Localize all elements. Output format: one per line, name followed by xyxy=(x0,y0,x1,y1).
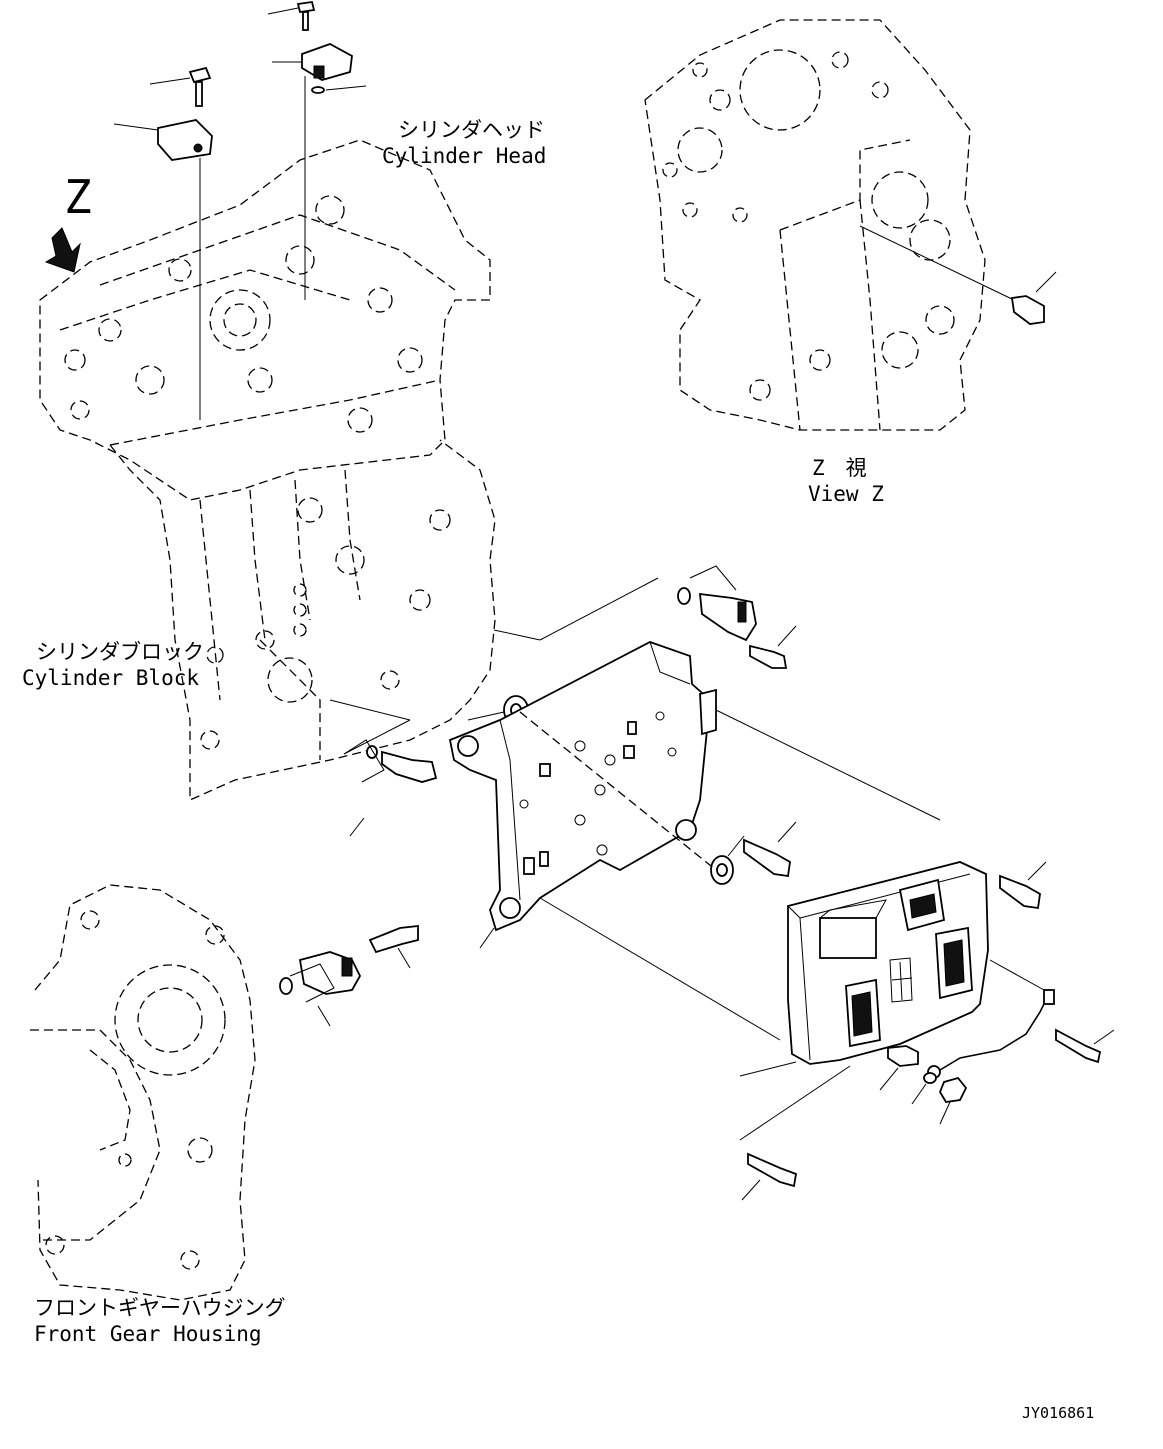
front-gear-housing-label-en: Front Gear Housing xyxy=(34,1322,262,1346)
washer xyxy=(911,1072,937,1105)
bolt-center-right xyxy=(743,821,797,878)
cylinder-block-outline xyxy=(109,439,496,802)
nut xyxy=(938,1076,968,1125)
ecm-controller xyxy=(739,861,989,1141)
view-z-sensor xyxy=(859,225,1057,325)
ecm-mounting-bracket xyxy=(448,641,941,1041)
cam-sensor-upper xyxy=(493,565,757,642)
front-gear-housing-label-jp: フロントギヤーハウジング xyxy=(34,1296,286,1320)
cylinder-head-label-en: Cylinder Head xyxy=(382,144,547,168)
view-direction-arrow xyxy=(44,227,81,273)
cylinder-block-label-jp: シリンダブロック xyxy=(36,640,204,664)
crank-sensor-left xyxy=(329,699,438,837)
cylinder-head-outline xyxy=(39,139,491,501)
o-ring-top xyxy=(311,85,367,94)
cylinder-block-label-en: Cylinder Block xyxy=(22,666,200,690)
top-bolt-right xyxy=(267,0,316,31)
drawing-code: JY016861 xyxy=(1022,1404,1095,1422)
pressure-sensor-left xyxy=(113,119,213,420)
bolt-gear xyxy=(368,924,419,969)
view-z-outline xyxy=(644,19,986,431)
cylinder-head-label-jp: シリンダヘッド xyxy=(398,118,545,142)
bolt-right-ecm xyxy=(999,861,1047,910)
top-bolt-left xyxy=(149,66,212,107)
ground-harness xyxy=(927,959,1055,1079)
crank-sensor-gear xyxy=(279,951,362,1027)
small-bolt xyxy=(879,1045,919,1091)
view-z-label-jp: Z 視 xyxy=(812,456,867,480)
view-z-label-en: View Z xyxy=(808,482,884,506)
view-marker: Z xyxy=(64,170,92,224)
bolt-upper-right xyxy=(749,625,797,669)
stud-bolt-bottom xyxy=(741,1152,798,1201)
spacer-right xyxy=(710,835,745,885)
front-gear-housing-outline xyxy=(30,884,256,1301)
stud-bolt-right xyxy=(1055,1028,1115,1064)
pressure-sensor-right xyxy=(272,43,353,300)
